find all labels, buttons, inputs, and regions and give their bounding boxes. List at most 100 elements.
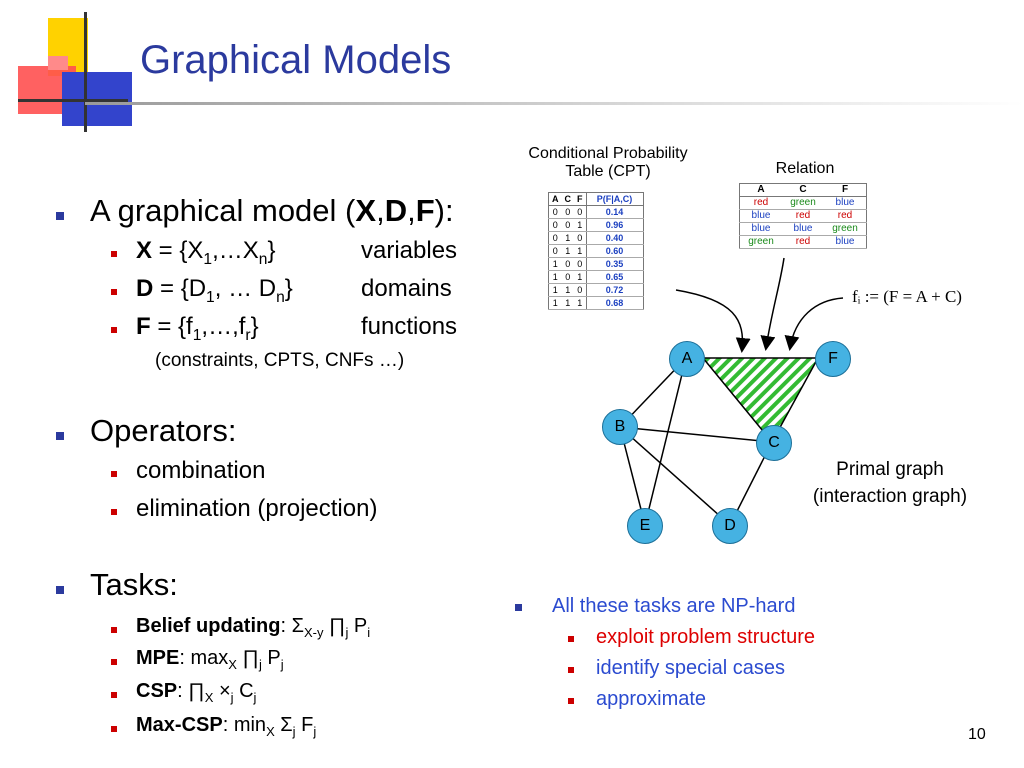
sub-bullet-icon bbox=[111, 471, 117, 477]
bullet-icon bbox=[56, 432, 64, 440]
edge-b-d bbox=[619, 426, 731, 526]
slide-title: Graphical Models bbox=[140, 38, 452, 82]
cpt-cell: 0.68 bbox=[585, 296, 643, 310]
max-operator: max bbox=[190, 647, 229, 669]
graph-node-b: B bbox=[602, 409, 638, 445]
min-operator: min bbox=[233, 714, 267, 736]
vars-eq: = {X bbox=[152, 237, 204, 264]
task-sub: X bbox=[228, 657, 237, 672]
graph-node-a: A bbox=[669, 341, 705, 377]
np-item-approximate: approximate bbox=[596, 688, 707, 710]
task-term: P bbox=[348, 615, 368, 637]
relation-cell: blue bbox=[739, 222, 782, 236]
operator-combination: combination bbox=[136, 457, 266, 484]
relation-cell: red bbox=[739, 196, 782, 210]
bullet-icon bbox=[56, 586, 64, 594]
task-name: Max-CSP bbox=[136, 714, 223, 736]
sub-bullet-icon bbox=[111, 509, 117, 515]
funcs-desc: functions bbox=[361, 313, 458, 340]
cpt-cell: 0 bbox=[574, 257, 586, 271]
sub-bullet-icon bbox=[568, 636, 574, 642]
cpt-cell: 1 bbox=[561, 231, 574, 245]
cpt-cell: 1 bbox=[548, 296, 562, 310]
relation-cell: red bbox=[824, 209, 867, 223]
cpt-header-cell: F bbox=[574, 192, 586, 206]
cpt-cell: 0.60 bbox=[585, 244, 643, 258]
vars-sub: n bbox=[258, 250, 268, 268]
sub-bullet-icon bbox=[111, 692, 117, 698]
graph-node-d: D bbox=[712, 508, 748, 544]
model-d: D bbox=[384, 193, 408, 228]
cpt-cell: 0 bbox=[574, 231, 586, 245]
cpt-cell: 0.96 bbox=[585, 218, 643, 232]
edge-a-e bbox=[644, 357, 687, 526]
cpt-header-cell: P(F|A,C) bbox=[585, 192, 643, 206]
tasks-heading: Tasks: bbox=[90, 567, 178, 602]
model-prefix: A graphical model ( bbox=[90, 193, 356, 228]
relation-cell: green bbox=[782, 196, 824, 210]
task-sub: X bbox=[204, 690, 214, 705]
model-x: X bbox=[355, 193, 377, 228]
task-sub: j bbox=[253, 690, 257, 705]
task-belief-updating: Belief updating: ΣX-y ∏j Pi bbox=[136, 615, 370, 640]
bullet-icon bbox=[56, 212, 64, 220]
vars-symbol: X bbox=[136, 237, 153, 264]
relation-cell: blue bbox=[782, 222, 824, 236]
task-term: F bbox=[295, 714, 314, 736]
cpt-cell: 1 bbox=[574, 244, 586, 258]
cpt-cell: 0 bbox=[561, 270, 574, 284]
sub-bullet-icon bbox=[111, 627, 117, 633]
relation-header-cell: F bbox=[824, 183, 867, 197]
funcs-eq: = {f bbox=[150, 313, 193, 340]
cpt-arrow bbox=[675, 289, 751, 353]
task-mpe: MPE: maxX ∏j Pj bbox=[136, 647, 284, 672]
funcs-line: F = {f1,…,fr} bbox=[136, 313, 259, 345]
cpt-cell: 1 bbox=[561, 244, 574, 258]
relation-cell: green bbox=[824, 222, 867, 236]
funcs-close: } bbox=[250, 313, 259, 340]
formula-arrow bbox=[784, 297, 844, 351]
primal-graph-caption: Primal graph (interaction graph) bbox=[790, 456, 990, 510]
edge-b-c bbox=[619, 426, 773, 443]
sub-bullet-icon bbox=[111, 659, 117, 665]
title-rule bbox=[85, 102, 1024, 105]
task-sub: j bbox=[280, 657, 284, 672]
task-name: Belief updating bbox=[136, 615, 281, 637]
model-comma: , bbox=[407, 193, 416, 228]
edge-a-c bbox=[702, 357, 773, 443]
relation-header-cell: C bbox=[782, 183, 824, 197]
sub-bullet-icon bbox=[111, 726, 117, 732]
doms-sub: n bbox=[276, 288, 285, 306]
np-item-identify: identify special cases bbox=[596, 657, 785, 679]
model-f: F bbox=[415, 193, 435, 228]
relation-cell: green bbox=[739, 235, 782, 249]
task-sub: j bbox=[313, 724, 317, 739]
relation-arrow bbox=[760, 257, 785, 351]
task-csp: CSP: ∏X ×j Cj bbox=[136, 680, 256, 705]
task-sep: : bbox=[280, 615, 292, 637]
model-suffix: ): bbox=[434, 193, 454, 228]
np-item-exploit: exploit problem structure bbox=[596, 626, 815, 648]
cpt-cell: 0 bbox=[548, 244, 562, 258]
task-sub: i bbox=[367, 625, 371, 640]
funcs-symbol: F bbox=[136, 313, 151, 340]
task-max-csp: Max-CSP: minX Σj Fj bbox=[136, 714, 316, 739]
page-number: 10 bbox=[968, 726, 986, 743]
cpt-cell: 0 bbox=[548, 205, 562, 219]
relation-cell: red bbox=[782, 235, 824, 249]
graph-node-f: F bbox=[815, 341, 851, 377]
task-sub: j bbox=[345, 625, 349, 640]
operators-heading: Operators: bbox=[90, 413, 237, 448]
np-hard-heading: All these tasks are NP-hard bbox=[552, 595, 796, 617]
doms-desc: domains bbox=[361, 275, 452, 302]
